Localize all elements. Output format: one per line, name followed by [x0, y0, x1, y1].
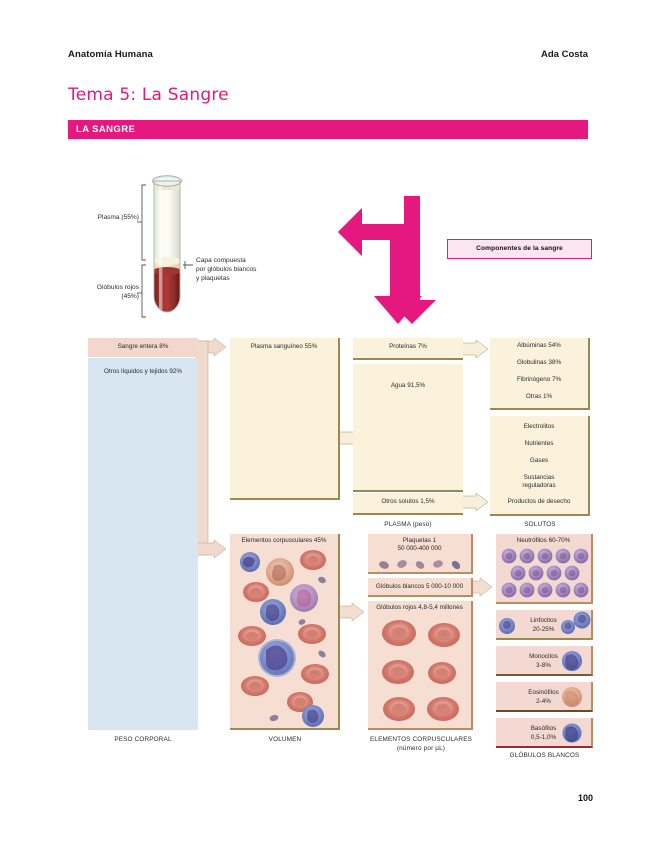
eosinophil-illustration	[562, 687, 582, 707]
box-neutrofilos: Neutrófilos 60-70%	[496, 534, 593, 604]
neutrophils-illustration	[501, 548, 589, 598]
box-sangre-entera-label: Sangre entera 8%	[117, 343, 169, 350]
box-otros-solutos-label: Otros solutos 1,5%	[381, 498, 435, 505]
section-band-label: LA SANGRE	[76, 124, 136, 135]
box-otros-liquidos: Otros líquidos y tejidos 92%	[88, 358, 198, 730]
box-globulos-blancos: Glóbulos blancos 5 000-10 000	[368, 578, 473, 597]
box-globulos-rojos-label: Glóbulos rojos 4,8-5,4 millones	[376, 604, 463, 611]
blood-components-flowchart: Sangre entera 8% Otros líquidos y tejido…	[88, 337, 593, 759]
footer-plasma-peso: PLASMA (peso)	[384, 521, 432, 528]
tube-buffy-coat-line1: Capa compuesta	[196, 257, 246, 264]
test-tube-svg	[137, 175, 193, 318]
box-otros-solutos: Otros solutos 1,5%	[353, 493, 463, 515]
page-number: 100	[577, 793, 593, 803]
box-monocitos: Monocitos 3-8%	[496, 646, 593, 676]
footer-solutos: SOLUTOS	[524, 521, 556, 528]
box-desecho-label: Productos de desecho	[507, 498, 571, 505]
callout-label: Componentes de la sangre	[476, 245, 563, 252]
box-proteinas-breakdown: Albúminas 54% Globulinas 38% Fibrinógeno…	[490, 338, 590, 410]
box-neutrofilos-label: Neutrófilos 60-70%	[516, 537, 571, 544]
tube-buffy-coat-line3: y plaquetas	[196, 275, 230, 282]
box-fibrinogeno-label: Fibrinógeno 7%	[516, 376, 562, 383]
box-linfocitos: Linfocitos 20-25%	[496, 610, 593, 640]
box-elementos-corpusculares-label: Elementos corpusculares 45%	[241, 537, 327, 544]
footer-globulos-blancos: GLÓBULOS BLANCOS	[509, 752, 580, 759]
box-plaquetas-label-2: 50 000-400 000	[397, 545, 442, 552]
box-electrolitos-label: Electrolitos	[523, 423, 555, 430]
platelets-illustration	[379, 560, 461, 570]
box-globulos-rojos: Glóbulos rojos 4,8-5,4 millones	[368, 601, 473, 730]
box-sustancias-label-2: reguladoras	[522, 482, 556, 489]
magenta-bent-arrow-icon	[336, 188, 446, 328]
box-gases-label: Gases	[529, 457, 549, 464]
footer-volumen: VOLUMEN	[268, 736, 302, 743]
box-otras-label: Otras 1%	[525, 393, 553, 400]
box-plaquetas: Plaquetas 1 50 000-400 000	[368, 534, 473, 574]
page-title: Tema 5: La Sangre	[68, 85, 229, 105]
box-eosinofilos: Eosinófilos 2-4%	[496, 682, 593, 712]
header-course-name: Anatomía Humana	[68, 49, 153, 60]
box-linfocitos-label-1: Linfocitos	[530, 617, 557, 624]
red-blood-cells-illustration	[382, 620, 460, 721]
tube-red-cells-label-line1: Glóbulos rojos	[96, 284, 139, 291]
box-globulinas-label: Globulinas 38%	[516, 359, 562, 366]
box-solutos-breakdown: Electrolitos Nutrientes Gases Sustancias…	[490, 416, 590, 516]
box-eosinofilos-label-2: 2-4%	[536, 698, 551, 705]
box-basofilos-label-2: 0,5-1,0%	[530, 734, 557, 741]
section-band: LA SANGRE	[68, 120, 588, 139]
blood-smear-illustration	[238, 550, 329, 727]
box-monocitos-label-2: 3-8%	[536, 662, 551, 669]
basophil-illustration	[562, 723, 582, 743]
box-elementos-corpusculares: Elementos corpusculares 45%	[230, 534, 340, 730]
box-proteinas: Proteínas 7%	[353, 338, 463, 360]
tube-buffy-coat-line2: por glóbulos blancos	[196, 266, 257, 273]
box-proteinas-label: Proteínas 7%	[389, 343, 427, 350]
page-header: Anatomía Humana Ada Costa	[68, 49, 588, 63]
box-nutrientes-label: Nutrientes	[524, 440, 554, 447]
box-plasma-sanguineo-label: Plasma sanguíneo 55%	[250, 343, 318, 350]
footer-elementos-corpusculares: ELEMENTOS CORPUSCULARES (número por µL)	[360, 736, 482, 753]
tube-red-cells-label-line2: (45%)	[121, 293, 139, 300]
footer-elementos-line1: ELEMENTOS CORPUSCULARES	[369, 736, 473, 743]
box-otros-liquidos-label: Otros líquidos y tejidos 92%	[103, 368, 183, 375]
box-eosinofilos-label-1: Eosinófilos	[528, 689, 559, 696]
footer-elementos-line2: (número por µL)	[396, 744, 446, 752]
box-agua-label: Agua 91,5%	[390, 382, 426, 389]
box-monocitos-label-1: Monocitos	[529, 653, 558, 660]
box-basofilos-label-1: Basófilos	[530, 725, 557, 732]
box-albuminas-label: Albúminas 54%	[517, 342, 561, 349]
header-author-name: Ada Costa	[541, 49, 588, 60]
box-sustancias-label-1: Sustancias	[523, 474, 555, 481]
tube-plasma-label: Plasma (55%)	[97, 214, 139, 221]
monocyte-illustration	[562, 651, 582, 671]
test-tube-illustration: Plasma (55%) Glóbulos rojos (45%) Capa c…	[80, 165, 330, 335]
callout-componentes-sangre: Componentes de la sangre	[447, 239, 592, 259]
box-globulos-blancos-label: Glóbulos blancos 5 000-10 000	[375, 583, 464, 590]
box-basofilos: Basófilos 0,5-1,0%	[496, 718, 593, 748]
box-sangre-entera: Sangre entera 8%	[88, 338, 198, 357]
box-plasma-sanguineo: Plasma sanguíneo 55%	[230, 338, 340, 500]
box-plaquetas-label-1: Plaquetas 1	[402, 537, 437, 544]
box-linfocitos-label-2: 20-25%	[532, 626, 555, 633]
lymphocytes-illustration	[499, 611, 591, 634]
footer-peso-corporal: PESO CORPORAL	[114, 736, 172, 743]
box-agua: Agua 91,5%	[353, 364, 463, 492]
